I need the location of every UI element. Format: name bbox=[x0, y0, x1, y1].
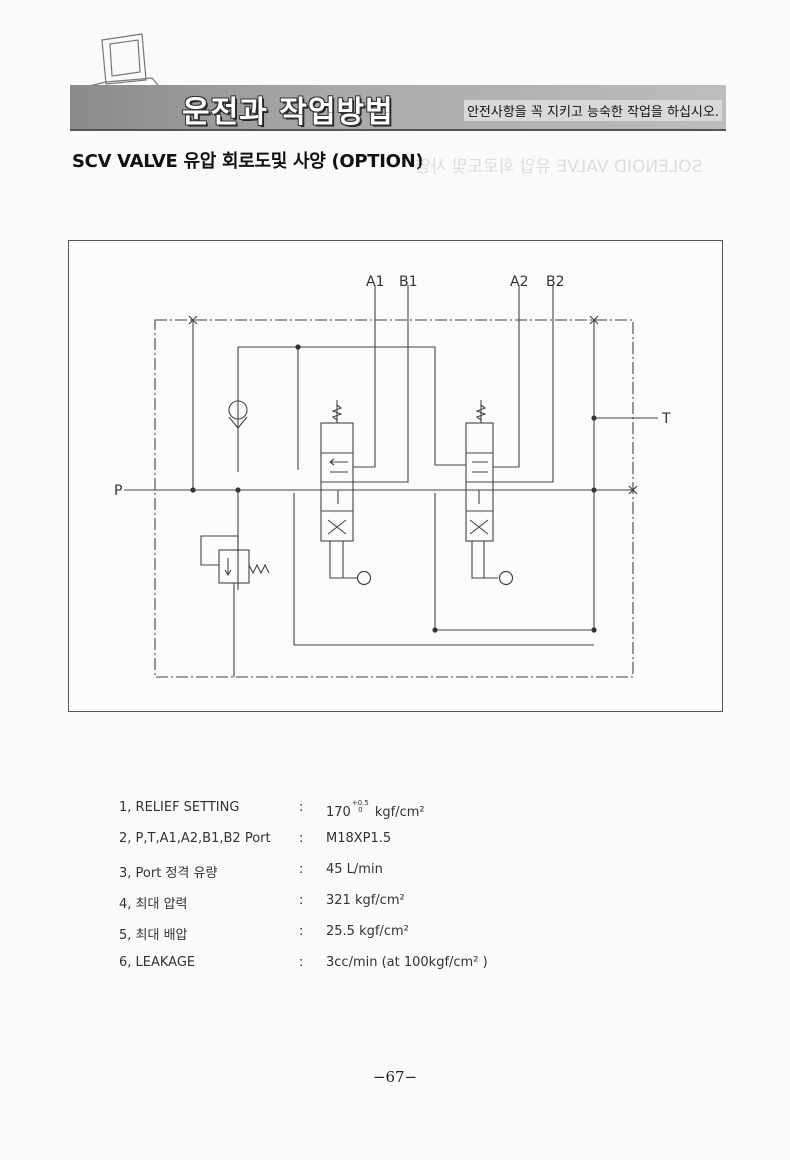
port-label-t: T bbox=[661, 411, 671, 427]
port-label-p: P bbox=[114, 483, 122, 499]
spec-colon: : bbox=[299, 955, 304, 970]
spec-colon: : bbox=[299, 924, 304, 939]
chapter-banner: 운전과 작업방법 안전사항을 꼭 지키고 능숙한 작업을 하십시오. bbox=[70, 85, 726, 131]
spec-value: M18XP1.5 bbox=[326, 831, 392, 846]
port-label-a1: A1 bbox=[366, 274, 384, 290]
spec-label: 4, 최대 압력 bbox=[119, 897, 188, 912]
spec-label: 1, RELIEF SETTING bbox=[119, 800, 240, 815]
spec-label: 5, 최대 배압 bbox=[119, 928, 188, 943]
spec-label: 3, Port 정격 유량 bbox=[119, 866, 218, 881]
chapter-subtitle: 안전사항을 꼭 지키고 능숙한 작업을 하십시오. bbox=[463, 100, 722, 121]
spec-value: 25.5 kgf/cm² bbox=[326, 924, 409, 939]
spec-label: 2, P,T,A1,A2,B1,B2 Port bbox=[119, 831, 271, 846]
spec-colon: : bbox=[299, 831, 304, 846]
hydraulic-circuit-diagram: A1 B1 A2 B2 P T bbox=[68, 240, 723, 712]
spec-colon: : bbox=[299, 893, 304, 908]
port-label-b1: B1 bbox=[399, 274, 418, 290]
spec-value: 45 L/min bbox=[326, 862, 383, 877]
bleed-through-text: SOLENOID VALVE 유압 회로도및 사양 bbox=[415, 157, 703, 177]
spec-colon: : bbox=[299, 800, 304, 815]
port-label-b2: B2 bbox=[546, 274, 565, 290]
spec-value: 321 kgf/cm² bbox=[326, 893, 405, 908]
section-title: SCV VALVE 유압 회로도및 사양 (OPTION) bbox=[72, 151, 424, 172]
spec-colon: : bbox=[299, 862, 304, 877]
chapter-title: 운전과 작업방법 bbox=[182, 95, 394, 130]
spec-value: 3cc/min (at 100kgf/cm² ) bbox=[326, 955, 488, 970]
port-label-a2: A2 bbox=[510, 274, 528, 290]
spec-label: 6, LEAKAGE bbox=[119, 955, 196, 970]
page-number: −67− bbox=[372, 1068, 418, 1086]
